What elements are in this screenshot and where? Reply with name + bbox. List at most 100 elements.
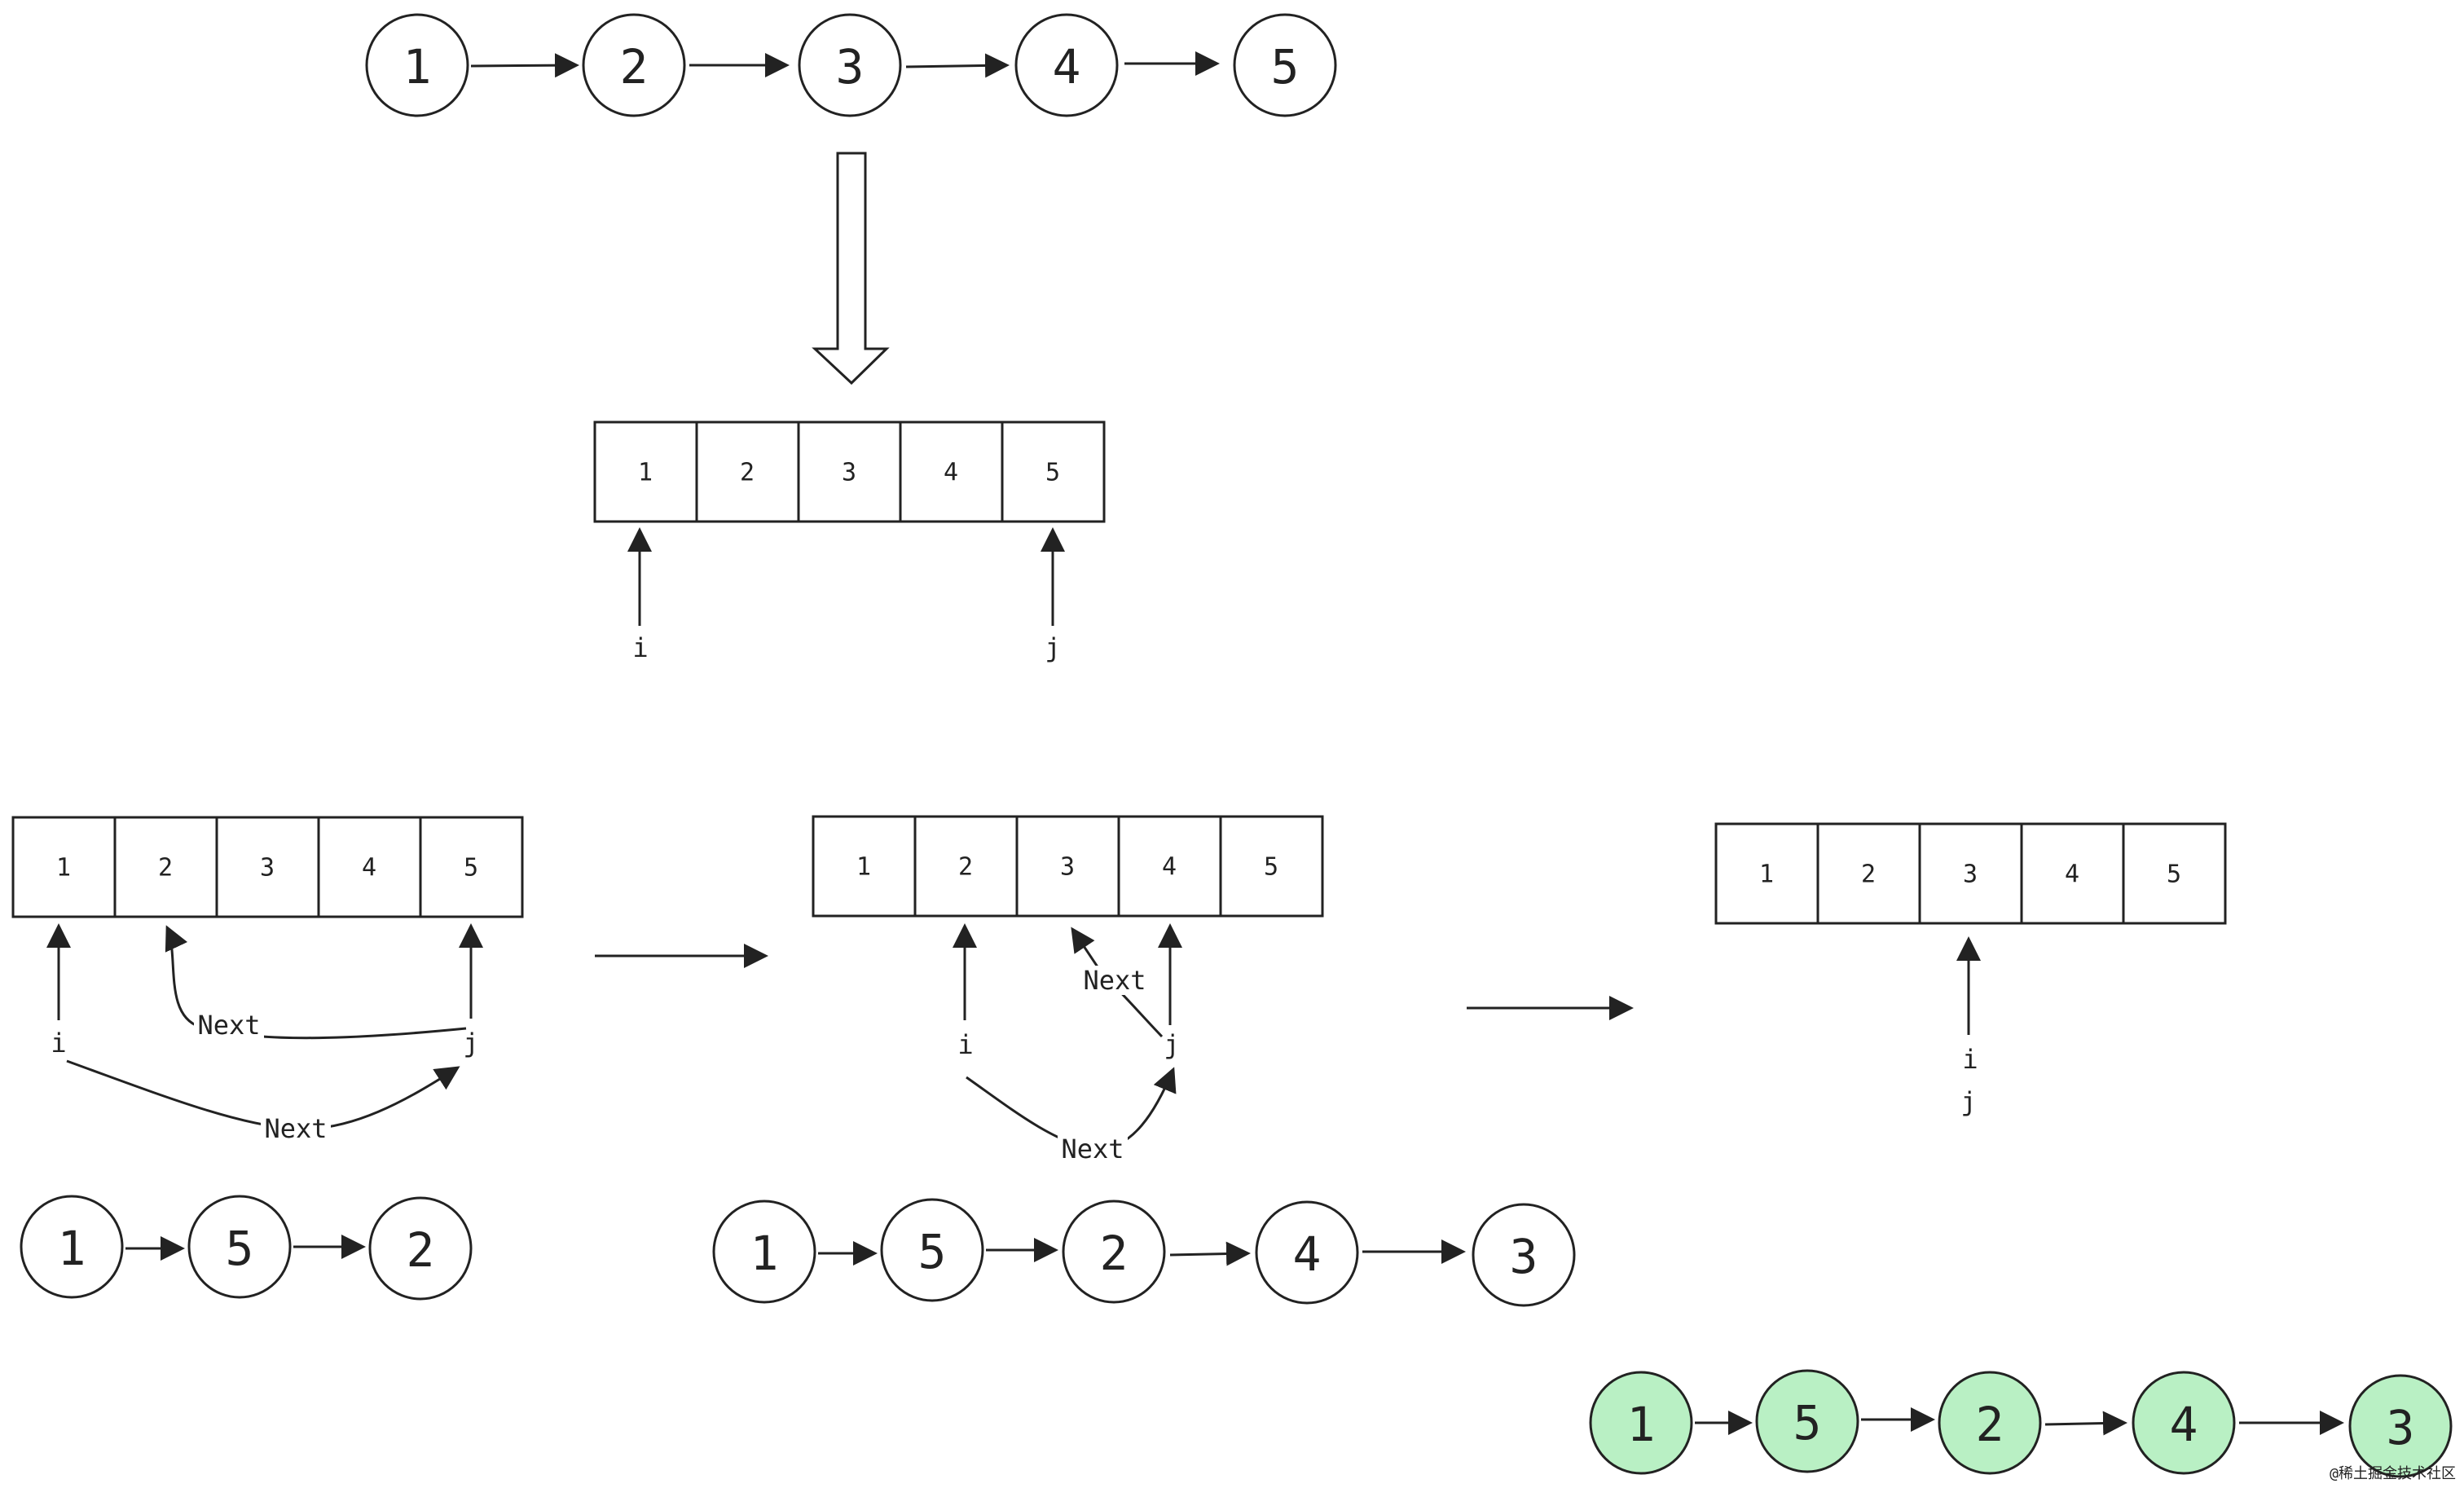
next-label: Next (264, 1113, 327, 1144)
list-node: 4 (1255, 1200, 1359, 1305)
pointer-j-label: j (1960, 1086, 1976, 1117)
list-node: 5 (880, 1198, 984, 1302)
node-value: 4 (1053, 39, 1081, 95)
list-node: 1 (1589, 1371, 1693, 1475)
node-value: 1 (1627, 1397, 1656, 1452)
node-value: 3 (1510, 1229, 1538, 1284)
linked-list-step1: 1 5 2 (20, 1195, 473, 1301)
node-circle (2132, 1371, 2236, 1475)
cell-value: 5 (2167, 861, 2181, 889)
list-node: 3 (2348, 1374, 2453, 1478)
array-cell: 4 (317, 816, 422, 918)
list-node: 4 (1014, 13, 1119, 117)
node-circle (1255, 1200, 1359, 1305)
array-step1: 1 2 3 4 5 i j Next Next (11, 816, 524, 1144)
node-value: 1 (750, 1226, 779, 1281)
array-cell: 1 (11, 816, 117, 918)
cell-value: 2 (958, 853, 973, 882)
node-value: 5 (226, 1221, 254, 1276)
node-circle (368, 1196, 473, 1301)
cell-box (113, 816, 218, 918)
array-cell: 4 (899, 420, 1004, 523)
node-circle (880, 1198, 984, 1302)
list-node: 3 (798, 13, 902, 117)
node-value: 1 (58, 1221, 86, 1276)
cell-value: 3 (1060, 853, 1075, 882)
list-node: 1 (712, 1200, 816, 1304)
cell-box (1015, 815, 1120, 918)
node-value: 4 (1293, 1226, 1322, 1282)
list-node: 5 (1233, 13, 1337, 117)
convert-to-array-arrow (812, 152, 890, 385)
watermark: @稀土掘金技术社区 (2330, 1465, 2456, 1482)
cell-value: 2 (1861, 861, 1876, 889)
array-cell: 2 (913, 815, 1019, 918)
node-circle (2348, 1374, 2453, 1478)
array-cell: 4 (2020, 822, 2125, 925)
node-value: 3 (2387, 1400, 2415, 1455)
cell-box (913, 815, 1019, 918)
cell-value: 5 (1045, 459, 1060, 487)
next-pointer-arrow (905, 53, 1010, 78)
array-cell: 2 (113, 816, 218, 918)
list-node: 5 (187, 1195, 292, 1299)
next-label-bg (194, 1010, 264, 1040)
cell-value: 1 (56, 854, 71, 883)
cell-box (215, 816, 320, 918)
cell-box (2122, 822, 2227, 925)
array-cell: 3 (797, 420, 902, 523)
cell-value: 4 (1162, 853, 1177, 882)
array-step2: 1 2 3 4 5 i j Next Next (812, 815, 1324, 1164)
cell-box (1219, 815, 1324, 918)
cell-value: 3 (260, 854, 275, 883)
node-value: 2 (407, 1222, 435, 1278)
next-pointer-arrow (470, 53, 579, 78)
node-circle (20, 1195, 124, 1299)
node-circle (187, 1195, 292, 1299)
cell-value: 1 (1759, 861, 1774, 889)
linked-list-original: 1 2 3 4 5 (365, 13, 1337, 117)
pointer-j-label: j (1045, 632, 1060, 663)
list-node: 5 (1755, 1369, 1859, 1473)
cell-value: 5 (1264, 853, 1278, 882)
cell-value: 1 (856, 853, 871, 882)
linked-list-step2: 1 5 2 4 3 (712, 1198, 1576, 1307)
array-cell: 5 (419, 816, 524, 918)
cell-box (11, 816, 117, 918)
cell-value: 5 (464, 854, 478, 883)
cell-box (1001, 420, 1106, 523)
cell-value: 2 (158, 854, 173, 883)
next-label-bg (1080, 966, 1150, 995)
node-value: 1 (403, 39, 432, 95)
array-cell: 3 (1015, 815, 1120, 918)
array-cell: 3 (1918, 822, 2023, 925)
list-node: 2 (582, 13, 686, 117)
cell-value: 4 (362, 854, 376, 883)
array-cell: 5 (1001, 420, 1106, 523)
list-node: 1 (365, 13, 469, 117)
node-value: 2 (1100, 1226, 1129, 1281)
list-node: 3 (1472, 1203, 1576, 1307)
node-circle (365, 13, 469, 117)
node-value: 5 (918, 1224, 947, 1279)
array-final: 1 2 3 4 5 i j (1714, 822, 2227, 1117)
array-cell: 4 (1117, 815, 1222, 918)
node-value: 3 (836, 39, 865, 95)
node-circle (1755, 1369, 1859, 1473)
node-value: 2 (1976, 1397, 2004, 1452)
cell-value: 3 (842, 459, 856, 487)
cell-box (797, 420, 902, 523)
next-label: Next (197, 1010, 260, 1041)
node-circle (1938, 1371, 2042, 1475)
list-node: 2 (1062, 1200, 1166, 1304)
node-value: 5 (1793, 1395, 1822, 1451)
cell-value: 2 (740, 459, 755, 487)
node-value: 4 (2170, 1397, 2198, 1452)
next-label: Next (1061, 1134, 1124, 1164)
array-cell: 2 (695, 420, 800, 523)
next-pointer-arrow (1169, 1241, 1251, 1266)
cell-box (2020, 822, 2125, 925)
next-label: Next (1083, 965, 1146, 996)
node-circle (1062, 1200, 1166, 1304)
